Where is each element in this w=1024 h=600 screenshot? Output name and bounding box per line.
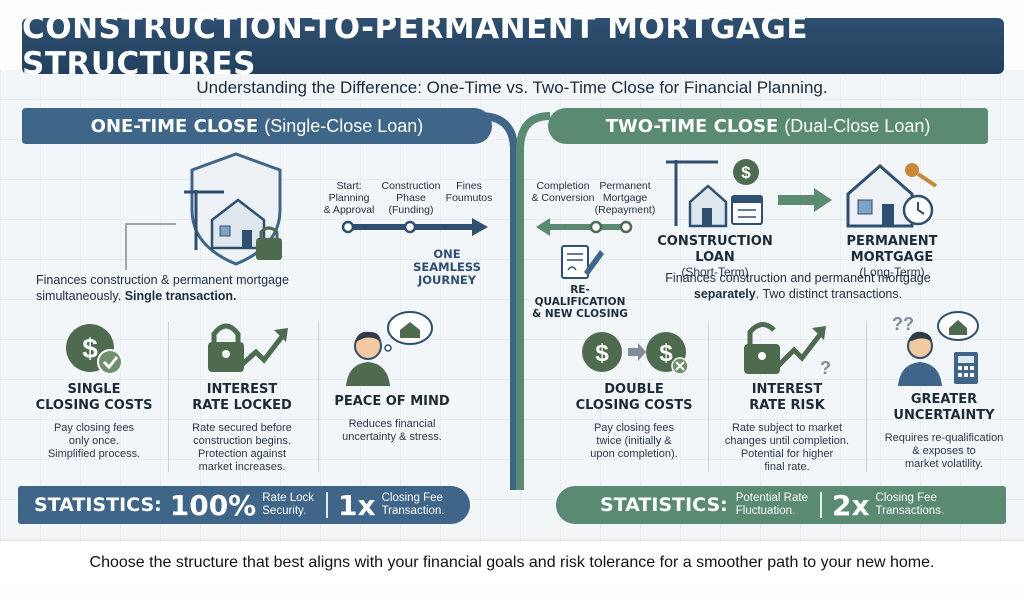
construction-loan-term: (Short-Term) — [681, 265, 749, 279]
two-time-close-banner: TWO-TIME CLOSE (Dual-Close Loan) — [548, 108, 988, 144]
feature-title: INTEREST RATE LOCKED — [192, 382, 292, 413]
feature-description: Reduces financial uncertainty & stress. — [342, 418, 442, 443]
double-dollar-icon: $ $ — [582, 332, 689, 375]
svg-text:$: $ — [82, 333, 98, 364]
stats-divider — [326, 492, 329, 518]
split-path-divider — [479, 112, 551, 490]
svg-text:?: ? — [820, 358, 831, 378]
feature-description: Pay closing fees twice (initially & upon… — [590, 422, 678, 460]
one-time-close-banner: ONE-TIME CLOSE (Single-Close Loan) — [22, 108, 492, 144]
statistics-label: STATISTICS: — [34, 494, 162, 516]
permanent-mortgage-title: PERMANENT MORTGAGE — [846, 234, 938, 265]
dollar-check-icon: $ — [66, 324, 123, 375]
peace-of-mind-feature: PEACE OF MIND Reduces financial uncertai… — [330, 394, 454, 444]
reverse-timeline-arrow-icon — [536, 218, 633, 236]
feature-title: GREATER UNCERTAINTY — [893, 392, 995, 423]
unlock-trend-icon: ? — [744, 322, 831, 378]
feature-title: PEACE OF MIND — [334, 394, 450, 409]
closing-fee-text: Closing Fee Transactions. — [875, 492, 945, 517]
svg-text:$: $ — [741, 163, 751, 182]
feature-title: DOUBLE CLOSING COSTS — [575, 382, 693, 413]
step-completion: Completion & Conversion — [531, 180, 595, 204]
requalification-label: RE-QUALIFICATION & NEW CLOSING — [532, 284, 628, 320]
feature-divider — [708, 322, 709, 472]
timeline-arrow-icon — [341, 218, 488, 236]
one-time-close-heading: ONE-TIME CLOSE — [90, 115, 259, 137]
rate-lock-text: Rate Lock Security. — [262, 492, 315, 517]
construction-loan-title: CONSTRUCTION LOAN — [657, 234, 773, 265]
timeline-step-start: Start: Planning & Approval — [323, 180, 375, 216]
feature-title: INTEREST RATE RISK — [749, 382, 825, 413]
person-house-thought-icon — [346, 311, 433, 386]
two-time-statistics-bar: STATISTICS: Potential Rate Fluctuation. … — [556, 486, 1006, 524]
two-time-description-bold: separately — [693, 287, 756, 301]
page-title: CONSTRUCTION-TO-PERMANENT MORTGAGE STRUC… — [22, 10, 809, 82]
lock-trend-icon — [208, 323, 288, 372]
feature-title: SINGLE CLOSING COSTS — [35, 382, 153, 413]
feature-description: Requires re-qualification & exposes to m… — [884, 432, 1004, 470]
one-time-statistics-bar: STATISTICS: 100% Rate Lock Security. 1x … — [18, 486, 470, 524]
statistics-label: STATISTICS: — [600, 494, 728, 516]
permanent-mortgage-label: PERMANENT MORTGAGE (Long-Term) — [804, 234, 980, 279]
one-time-close-subheading: (Single-Close Loan) — [264, 115, 424, 136]
closing-fee-value: 1x — [338, 488, 376, 522]
person-calculator-icon: ?? — [892, 311, 979, 386]
stats-divider — [819, 492, 822, 518]
rate-fluctuation-text: Potential Rate Fluctuation. — [735, 492, 808, 517]
one-time-description-text: Finances construction & permanent mortga… — [36, 273, 289, 303]
feature-divider — [168, 322, 169, 472]
feature-description: Rate subject to market changes until com… — [724, 422, 850, 473]
connector-line-icon — [125, 223, 176, 270]
closing-fee-text: Closing Fee Transaction. — [381, 492, 445, 517]
feature-divider — [318, 322, 319, 472]
closing-fee-value: 2x — [831, 488, 870, 522]
rate-lock-value: 100% — [169, 488, 257, 522]
two-time-description-end: . Two distinct transactions. — [755, 287, 903, 301]
interest-rate-locked-feature: INTEREST RATE LOCKED Rate secured before… — [180, 382, 304, 474]
seamless-journey-label: ONE SEAMLESS JOURNEY — [413, 247, 481, 287]
single-closing-costs-feature: SINGLE CLOSING COSTS Pay closing fees on… — [34, 382, 154, 461]
document-pen-icon — [561, 245, 604, 279]
shield-house-icon — [184, 152, 282, 266]
two-time-close-description: Finances construction and permanent mort… — [652, 270, 944, 302]
two-time-description-text: Finances construction and permanent mort… — [665, 271, 931, 285]
footer-note: Choose the structure that best aligns wi… — [0, 540, 1024, 584]
svg-text:$: $ — [659, 340, 673, 367]
feature-divider — [866, 322, 867, 472]
one-time-close-description: Finances construction & permanent mortga… — [36, 272, 316, 304]
feature-description: Rate secured before construction begins.… — [192, 422, 292, 473]
subtitle: Understanding the Difference: One-Time v… — [196, 78, 828, 97]
transition-arrow-icon — [778, 188, 832, 212]
step-permanent-mortgage: Permanent Mortgage (Repayment) — [594, 180, 656, 216]
svg-text:$: $ — [595, 340, 609, 367]
title-bar: CONSTRUCTION-TO-PERMANENT MORTGAGE STRUC… — [22, 10, 1004, 82]
construction-loan-label: CONSTRUCTION LOAN (Short-Term) — [640, 234, 790, 279]
permanent-mortgage-icon — [846, 163, 938, 228]
svg-text:??: ?? — [892, 314, 914, 334]
two-time-close-subheading: (Dual-Close Loan) — [784, 115, 931, 136]
timeline-step-fines: Fines Foumutos — [445, 180, 493, 204]
double-closing-costs-feature: DOUBLE CLOSING COSTS Pay closing fees tw… — [570, 382, 698, 461]
timeline-step-construction: Construction Phase (Funding) — [381, 180, 441, 216]
one-time-description-bold: Single transaction. — [124, 289, 237, 303]
construction-loan-icon: $ — [666, 159, 763, 228]
feature-description: Pay closing fees only once. Simplified p… — [47, 422, 141, 460]
interest-rate-risk-feature: INTEREST RATE RISK Rate subject to marke… — [712, 382, 862, 474]
permanent-mortgage-term: (Long-Term) — [859, 265, 925, 279]
greater-uncertainty-feature: GREATER UNCERTAINTY Requires re-qualific… — [870, 392, 1018, 471]
two-time-close-heading: TWO-TIME CLOSE — [605, 115, 779, 137]
